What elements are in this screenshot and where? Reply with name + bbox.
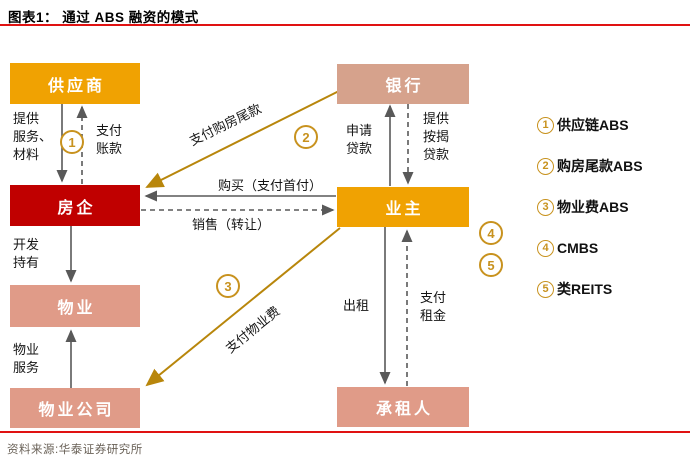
legend-label: 购房尾款ABS <box>557 158 643 174</box>
legend-item-cmbs: 4 CMBS <box>537 238 643 258</box>
pay-property-fee-arrow <box>145 227 341 387</box>
flow-marker-4-icon: 4 <box>479 221 503 245</box>
legend-label: CMBS <box>557 240 599 256</box>
flow-marker-3-icon: 3 <box>216 274 240 298</box>
circled-2-icon: 2 <box>537 157 554 175</box>
node-supplier: 供应商 <box>10 63 140 104</box>
source-note: 资料来源:华泰证券研究所 <box>7 444 143 456</box>
label-rent-out: 出租 <box>343 298 370 313</box>
legend: 1 供应链ABS 2 购房尾款ABS 3 物业费ABS 4 CMBS 5 类RE… <box>537 115 643 299</box>
node-tenant: 承租人 <box>337 387 469 427</box>
flow-marker-5-icon: 5 <box>479 253 503 277</box>
label-sell-transfer: 销售（转让） <box>191 217 270 232</box>
legend-item-reits: 5 类REITS <box>537 279 643 299</box>
pay-house-balance-arrow <box>145 90 340 188</box>
label-provide-mortgage: 提供 按揭 贷款 <box>423 111 450 162</box>
flow-marker-1-icon: 1 <box>60 130 84 154</box>
label-buy-downpayment: 购买（支付首付） <box>217 178 322 193</box>
bottom-rule <box>0 431 690 433</box>
node-developer: 房企 <box>10 185 140 226</box>
label-provide-services: 提供 服务、 材料 <box>13 111 53 162</box>
node-owner: 业主 <box>337 187 469 227</box>
legend-label: 物业费ABS <box>557 199 629 215</box>
label-apply-loan: 申请 贷款 <box>346 123 373 156</box>
legend-item-house-balance-abs: 2 购房尾款ABS <box>537 156 643 176</box>
circled-1-icon: 1 <box>537 116 554 134</box>
node-bank: 银行 <box>337 64 469 104</box>
top-rule <box>0 24 690 26</box>
figure-title: 图表1： 通过 ABS 融资的模式 <box>8 10 199 25</box>
circled-5-icon: 5 <box>537 280 554 298</box>
legend-item-property-fee-abs: 3 物业费ABS <box>537 197 643 217</box>
flow-marker-2-icon: 2 <box>294 125 318 149</box>
label-property-service: 物业 服务 <box>13 342 40 375</box>
circled-3-icon: 3 <box>537 198 554 216</box>
circled-4-icon: 4 <box>537 239 554 257</box>
node-property: 物业 <box>10 285 140 327</box>
legend-label: 供应链ABS <box>557 117 629 133</box>
node-property-company: 物业公司 <box>10 388 140 428</box>
legend-item-supply-chain-abs: 1 供应链ABS <box>537 115 643 135</box>
label-pay-accounts: 支付 账款 <box>96 123 123 156</box>
label-develop-hold: 开发 持有 <box>13 237 40 270</box>
label-pay-rent: 支付 租金 <box>420 290 447 323</box>
legend-label: 类REITS <box>557 281 613 297</box>
